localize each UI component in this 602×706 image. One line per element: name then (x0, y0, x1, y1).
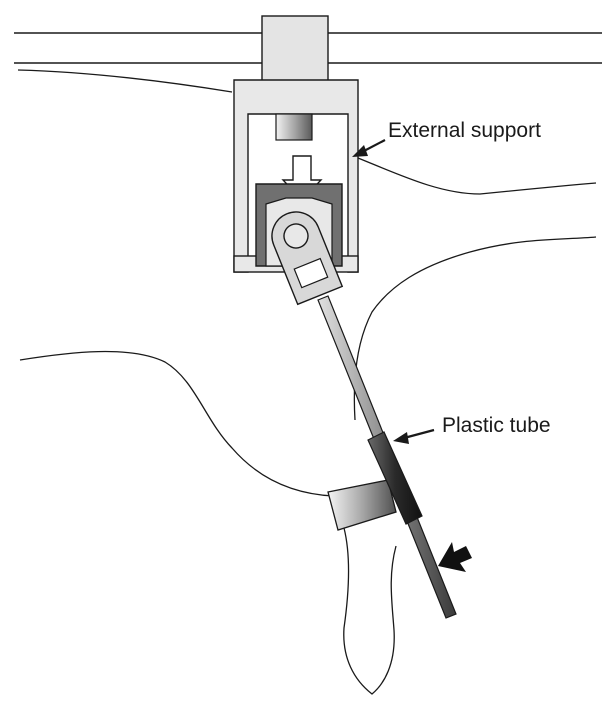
label-plastic-tube: Plastic tube (442, 414, 551, 437)
body-outline-back (17, 69, 597, 195)
piston-block (275, 113, 313, 141)
pivot-slot (293, 257, 329, 289)
external-support-arrow-icon (352, 139, 386, 157)
body-outline-flank (353, 236, 597, 421)
pivot-joint (271, 211, 344, 306)
leg-outline (19, 350, 397, 695)
pivot-pin-icon (283, 223, 309, 249)
plastic-tube (367, 431, 423, 525)
label-external-support: External support (388, 119, 541, 142)
force-arrow-icon (438, 542, 472, 572)
support-clamp-block (261, 15, 329, 83)
plastic-tube-arrow-icon (393, 428, 435, 444)
leg-cuff (327, 479, 397, 531)
